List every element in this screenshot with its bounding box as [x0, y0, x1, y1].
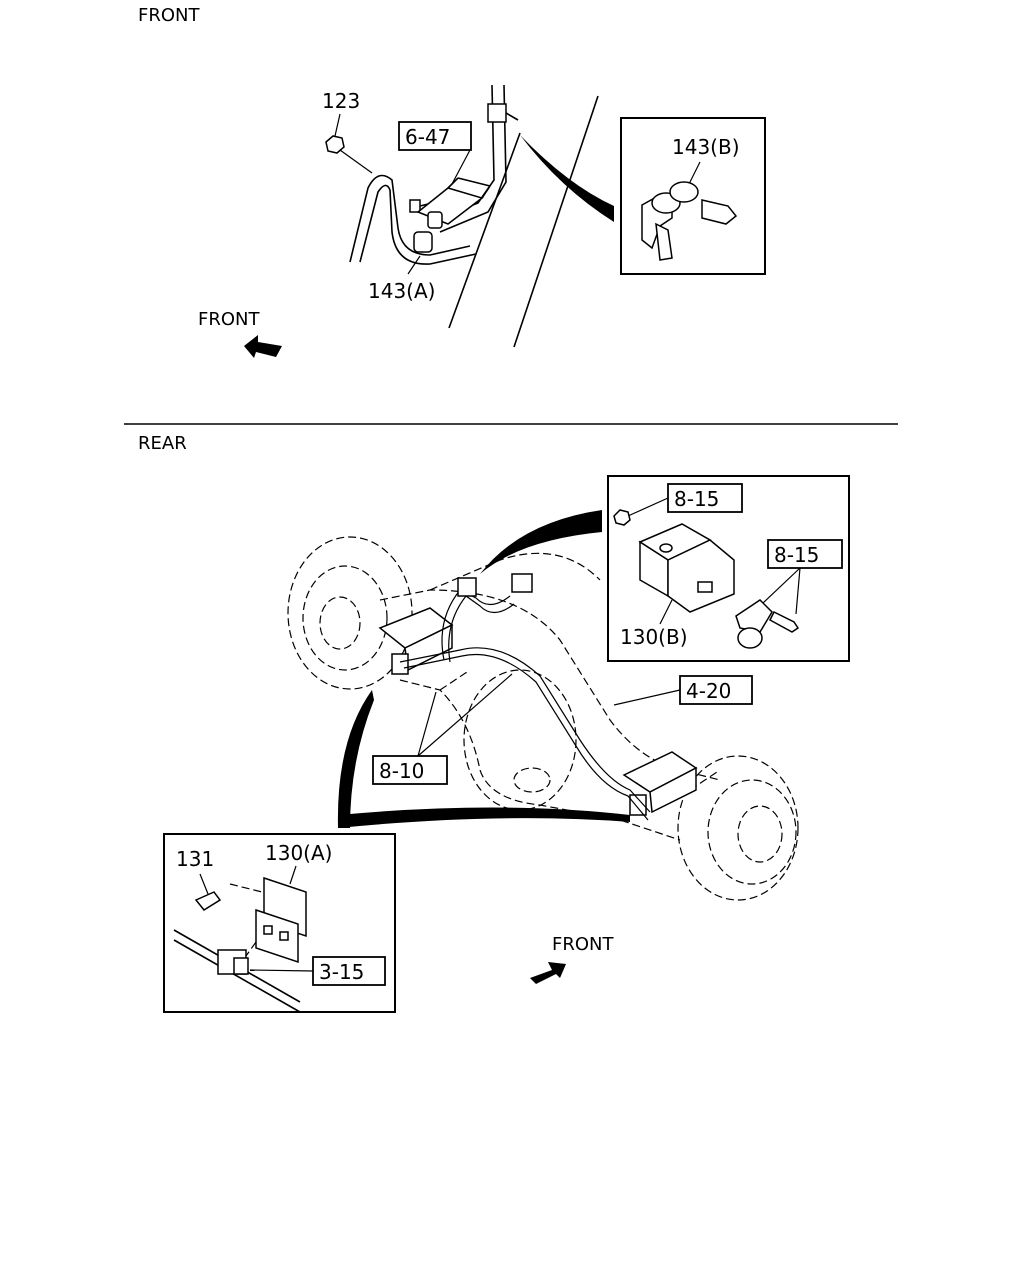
callout-8-15-top: 8-15 [674, 487, 719, 511]
clamp-icon [735, 599, 773, 649]
bracket-130a-icon [255, 876, 307, 964]
detail-box-143b: 143(B) [620, 117, 766, 275]
detail-pointer-130a [337, 690, 630, 828]
section-heading-rear: REAR [138, 433, 187, 454]
right-sensor-bracket [622, 751, 698, 816]
detail-box-130b: 8-15 8-15 130(B) [607, 475, 850, 662]
callout-8-10: 8-10 [379, 759, 424, 783]
detail-box-130a: 131 130(A) 3-15 [163, 833, 396, 1013]
ref-box-4-20: 4-20 [613, 675, 753, 706]
detail-pointer-143b [520, 135, 614, 222]
ref-box-8-15-top: 8-15 [627, 483, 743, 517]
ref-box-8-10: 8-10 [372, 673, 513, 785]
ref-box-8-15-right: 8-15 [761, 539, 843, 615]
sensor-harness-section-icon [173, 929, 301, 1013]
front-arrow-icon-bottom [530, 962, 566, 984]
rear-sensor-harness [399, 573, 651, 821]
callout-3-15: 3-15 [319, 960, 364, 984]
clip-143b-icon [641, 181, 738, 261]
ref-box-3-15: 3-15 [249, 956, 386, 986]
front-frame-rail [448, 95, 599, 348]
callout-8-15-right: 8-15 [774, 543, 819, 567]
front-arrow-icon-top [244, 335, 282, 358]
callout-6-47: 6-47 [405, 125, 450, 149]
ref-box-6-47: 6-47 [398, 121, 472, 185]
callout-143a: 143(A) [368, 279, 435, 303]
front-direction-indicator: FRONT [198, 309, 282, 358]
front-direction-label-bottom: FRONT [552, 934, 614, 955]
callout-123: 123 [322, 89, 360, 113]
bolt-icon [769, 610, 800, 633]
callout-130a: 130(A) [265, 841, 332, 865]
callout-143b: 143(B) [672, 135, 740, 159]
bolt-131-icon [194, 883, 263, 911]
front-direction-label-top: FRONT [198, 309, 260, 330]
bracket-130b-icon [638, 523, 735, 613]
callout-4-20: 4-20 [686, 679, 731, 703]
left-sensor-bracket [378, 607, 454, 675]
callout-130b: 130(B) [620, 625, 688, 649]
detail-pointer-130b [480, 510, 602, 574]
section-heading-front: FRONT [138, 5, 200, 26]
rear-direction-indicator: FRONT [530, 934, 614, 984]
nut-123-icon [325, 113, 345, 154]
clip-143a-icon [407, 211, 443, 275]
callout-131: 131 [176, 847, 214, 871]
nut-icon [613, 509, 631, 526]
